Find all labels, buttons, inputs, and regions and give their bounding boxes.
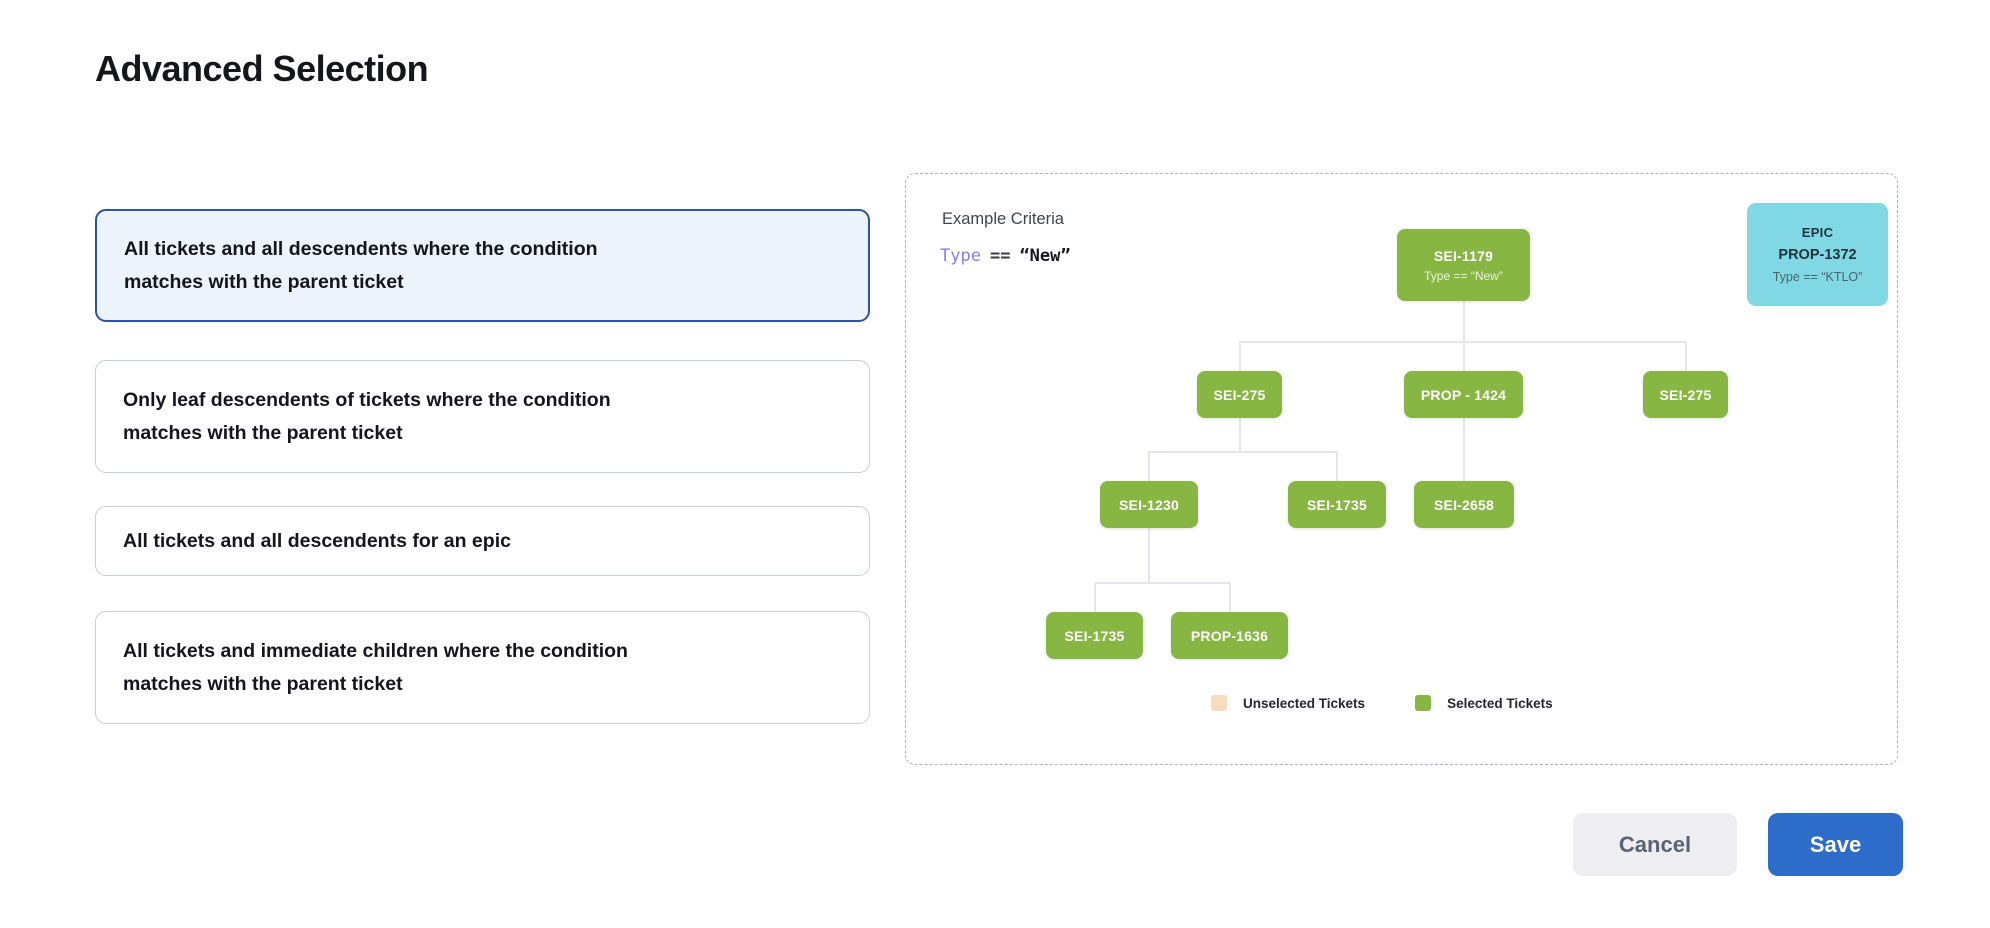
tree-node-SEI-275-left: SEI-275 (1197, 371, 1282, 418)
tree-connector (1462, 418, 1465, 481)
tree-connector (1093, 582, 1231, 584)
epic-condition: Type == “KTLO” (1772, 270, 1863, 284)
criteria-field: Type (940, 246, 981, 266)
option-label: Only leaf descendents of tickets where t… (123, 389, 611, 444)
legend-swatch-icon (1211, 695, 1227, 711)
tree-node-SEI-1735-mid: SEI-1735 (1288, 481, 1386, 528)
legend-item: Selected Tickets (1415, 695, 1553, 711)
epic-card: EPIC PROP-1372 Type == “KTLO” (1747, 203, 1888, 306)
tree-connector (1148, 451, 1150, 481)
tree-node-SEI-2658: SEI-2658 (1414, 481, 1514, 528)
tree-connector (1228, 582, 1231, 612)
option-card-3[interactable]: All tickets and all descendents for an e… (95, 506, 870, 576)
criteria-value: “New” (1019, 246, 1071, 266)
save-button[interactable]: Save (1768, 813, 1903, 876)
option-label: All tickets and all descendents for an e… (123, 529, 511, 552)
ticket-label: SEI-1179 (1433, 247, 1494, 264)
criteria-operator: == (989, 246, 1011, 266)
ticket-label: SEI-275 (1659, 386, 1712, 403)
tree-connector (1148, 451, 1338, 453)
ticket-label: PROP - 1424 (1420, 386, 1507, 403)
legend-swatch-icon (1415, 695, 1432, 711)
tree-connector (1462, 301, 1465, 341)
epic-type-label: EPIC (1801, 225, 1834, 240)
tree-connector (1238, 341, 1241, 371)
tree-connector (1093, 582, 1096, 612)
ticket-label: SEI-1735 (1064, 627, 1125, 644)
legend-label: Selected Tickets (1447, 695, 1553, 711)
legend: Unselected Tickets Selected Tickets (1211, 695, 1553, 711)
page-title: Advanced Selection (95, 48, 429, 89)
ticket-condition: Type == “New” (1424, 268, 1503, 283)
ticket-label: SEI-2658 (1434, 496, 1494, 513)
option-card-1[interactable]: All tickets and all descendents where th… (95, 209, 870, 322)
option-card-2[interactable]: Only leaf descendents of tickets where t… (95, 360, 870, 473)
epic-id: PROP-1372 (1778, 247, 1857, 263)
ticket-label: SEI-1735 (1307, 496, 1367, 513)
option-label: All tickets and immediate children where… (123, 640, 628, 695)
legend-item: Unselected Tickets (1211, 695, 1365, 711)
tree-connector (1148, 528, 1150, 582)
tree-connector (1336, 451, 1338, 481)
example-criteria-expression: Type == “New” (940, 246, 1071, 266)
legend-label: Unselected Tickets (1243, 695, 1366, 711)
cancel-button[interactable]: Cancel (1573, 813, 1737, 876)
tree-node-SEI-1735-bottom: SEI-1735 (1046, 612, 1143, 659)
tree-connector (1462, 341, 1465, 371)
option-label: All tickets and all descendents where th… (124, 238, 598, 293)
option-card-4[interactable]: All tickets and immediate children where… (95, 611, 870, 724)
tree-node-PROP-1636: PROP-1636 (1171, 612, 1288, 659)
example-criteria-heading: Example Criteria (942, 210, 1064, 228)
ticket-label: SEI-1230 (1119, 496, 1179, 513)
tree-node-PROP-1424: PROP - 1424 (1404, 371, 1523, 418)
tree-connector (1684, 341, 1687, 371)
tree-node-SEI-1230: SEI-1230 (1100, 481, 1198, 528)
tree-node-SEI-275-right: SEI-275 (1643, 371, 1728, 418)
tree-connector (1238, 418, 1241, 451)
ticket-label: PROP-1636 (1190, 627, 1269, 644)
ticket-label: SEI-275 (1213, 386, 1266, 403)
